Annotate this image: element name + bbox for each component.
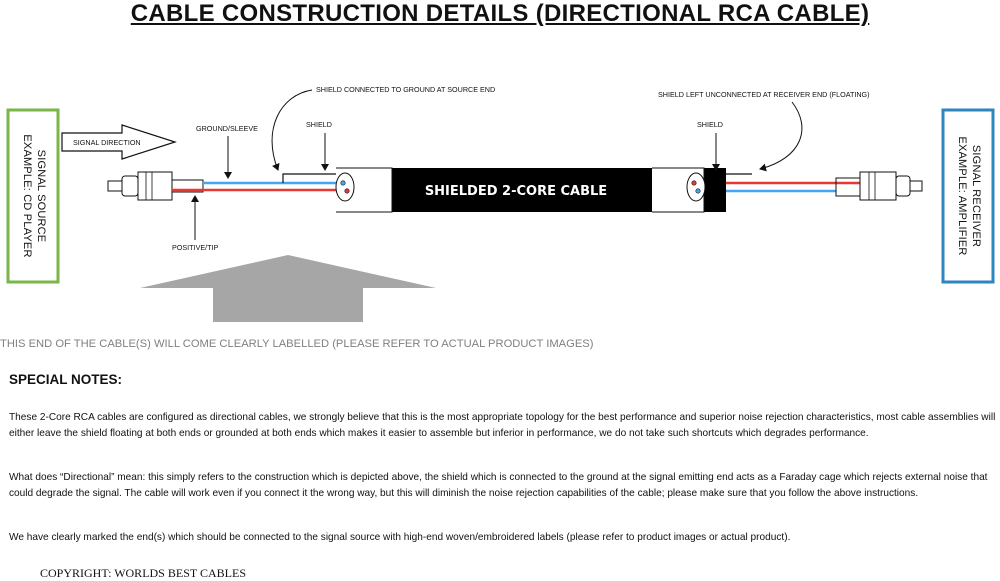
cable-body: SHIELDED 2-CORE CABLE [335, 167, 726, 213]
label-end-arrow [140, 255, 436, 322]
positive-tip-label: POSITIVE/TIP [172, 243, 219, 252]
notes-paragraph-1: These 2-Core RCA cables are configured a… [9, 412, 996, 439]
receiver-box-frame [941, 108, 995, 284]
source-box-line2: EXAMPLE: CD PLAYER [21, 134, 33, 257]
shield-drain-left [282, 173, 336, 183]
receiver-box-line2: EXAMPLE: AMPLIFIER [956, 136, 968, 255]
rca-plug-right [835, 171, 923, 201]
source-box-frame [6, 108, 60, 284]
shield-grounded-note: SHIELD CONNECTED TO GROUND AT SOURCE END [316, 85, 495, 94]
copyright-text: COPYRIGHT: WORLDS BEST CABLES [40, 566, 246, 580]
shield-left-label: SHIELD [306, 120, 332, 129]
rca-plug-left [107, 171, 204, 201]
cable-label: SHIELDED 2-CORE CABLE [425, 184, 607, 199]
signal-source-box: SIGNAL SOURCE EXAMPLE: CD PLAYER [6, 108, 60, 284]
shield-floating-note: SHIELD LEFT UNCONNECTED AT RECEIVER END … [658, 90, 870, 99]
signal-direction-arrow: SIGNAL DIRECTION [61, 124, 177, 160]
notes-paragraph-3: We have clearly marked the end(s) which … [9, 532, 791, 543]
page-title-wrap: CABLE CONSTRUCTION DETAILS (DIRECTIONAL … [0, 0, 1000, 28]
special-notes-heading: SPECIAL NOTES: [9, 372, 123, 387]
notes-paragraph-2: What does “Directional” mean: this simpl… [9, 472, 988, 499]
shield-grounded-pointer [271, 89, 313, 171]
page-title: CABLE CONSTRUCTION DETAILS (DIRECTIONAL … [130, 0, 870, 27]
shield-floating-pointer [759, 101, 803, 172]
source-box-line1: SIGNAL SOURCE [35, 150, 47, 243]
signal-direction-label: SIGNAL DIRECTION [73, 138, 141, 147]
signal-receiver-box: SIGNAL RECEIVER EXAMPLE: AMPLIFIER [941, 108, 995, 284]
label-end-note: THIS END OF THE CABLE(S) WILL COME CLEAR… [0, 338, 594, 350]
ground-sleeve-label: GROUND/SLEEVE [196, 124, 258, 133]
cable-diagram: SIGNAL SOURCE EXAMPLE: CD PLAYER SIGNAL … [6, 85, 995, 322]
shield-right-label: SHIELD [697, 120, 723, 129]
receiver-box-line1: SIGNAL RECEIVER [970, 145, 982, 247]
